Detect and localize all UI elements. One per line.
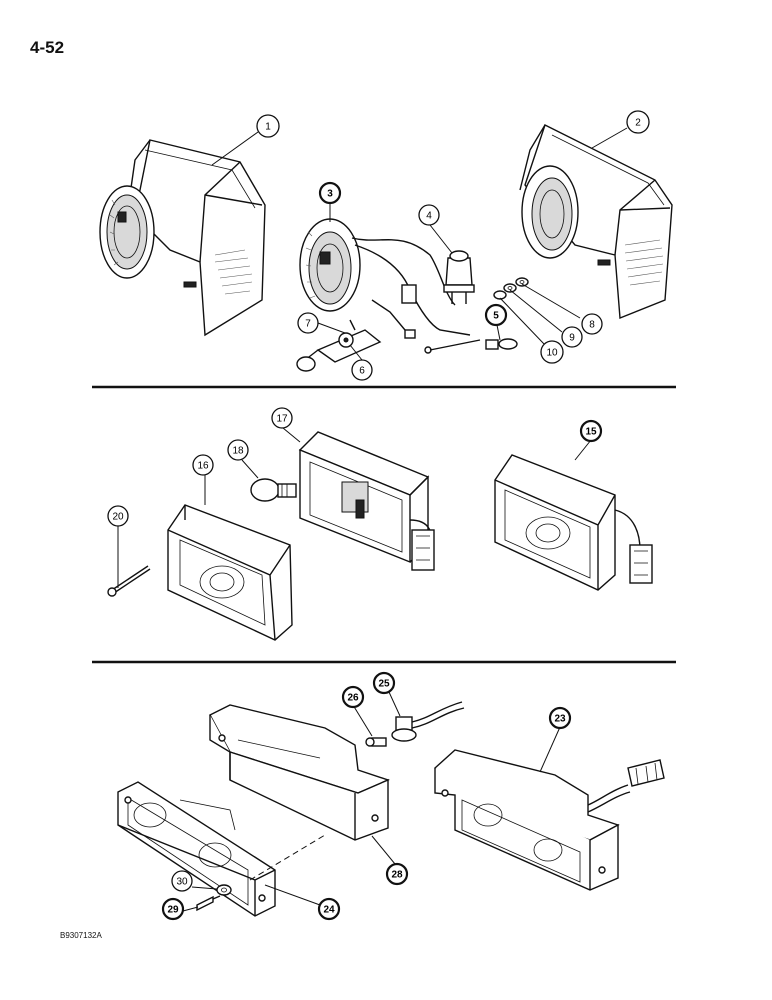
svg-text:18: 18 xyxy=(232,446,244,457)
svg-text:20: 20 xyxy=(112,512,124,523)
callout-15: 15 xyxy=(579,419,603,443)
washer-30 xyxy=(216,884,232,896)
headlamp-housing-right xyxy=(519,124,673,320)
marker-assembly-23 xyxy=(434,749,665,891)
callout-8: 8 xyxy=(581,313,603,335)
callout-29: 29 xyxy=(161,897,185,921)
screw-20 xyxy=(107,565,151,597)
svg-text:26: 26 xyxy=(347,693,359,704)
svg-text:5: 5 xyxy=(493,311,499,322)
callout-28: 28 xyxy=(385,862,409,886)
screw-29 xyxy=(196,895,221,912)
svg-text:10: 10 xyxy=(546,348,558,359)
svg-text:3: 3 xyxy=(327,189,333,200)
lamp-housing-17 xyxy=(298,431,435,571)
callout-4: 4 xyxy=(418,204,440,226)
svg-text:25: 25 xyxy=(378,679,390,690)
callout-17: 17 xyxy=(271,407,293,429)
lens-24 xyxy=(117,781,276,917)
lamp-lens-16 xyxy=(167,504,293,641)
callout-18: 18 xyxy=(227,439,249,461)
callout-16: 16 xyxy=(192,454,214,476)
sealed-beam xyxy=(299,218,361,312)
svg-text:17: 17 xyxy=(276,414,288,425)
callout-2: 2 xyxy=(626,110,650,134)
callout-7: 7 xyxy=(297,312,319,334)
alignment-dashed-line xyxy=(249,834,326,881)
svg-text:4: 4 xyxy=(426,211,432,222)
wire-harness xyxy=(351,237,481,354)
svg-text:7: 7 xyxy=(305,319,311,330)
callout-6: 6 xyxy=(351,359,373,381)
svg-text:24: 24 xyxy=(323,905,335,916)
lamp-assembly-15 xyxy=(494,454,653,591)
adjuster-bracket xyxy=(296,319,382,372)
svg-text:23: 23 xyxy=(554,714,566,725)
marker-housing-28 xyxy=(209,704,390,841)
svg-text:9: 9 xyxy=(569,333,575,344)
leader-lines xyxy=(117,127,628,912)
callout-24: 24 xyxy=(317,897,341,921)
svg-text:15: 15 xyxy=(585,427,597,438)
figure-code: B9307132A xyxy=(60,931,102,940)
callout-1: 1 xyxy=(256,114,280,138)
hardware-set xyxy=(493,277,529,300)
callout-25: 25 xyxy=(372,671,396,695)
small-bulb xyxy=(485,338,518,350)
svg-text:29: 29 xyxy=(167,905,179,916)
callout-26: 26 xyxy=(341,685,365,709)
socket-25 xyxy=(391,701,465,742)
callout-30: 30 xyxy=(171,870,193,892)
callout-10: 10 xyxy=(540,340,564,364)
svg-text:30: 30 xyxy=(176,877,188,888)
callout-23: 23 xyxy=(548,706,572,730)
svg-text:16: 16 xyxy=(197,461,209,472)
callout-9: 9 xyxy=(561,326,583,348)
callout-20: 20 xyxy=(107,505,129,527)
bulb-26 xyxy=(365,737,387,747)
svg-text:1: 1 xyxy=(265,122,271,133)
headlamp-housing-left xyxy=(99,139,266,337)
svg-text:8: 8 xyxy=(589,320,595,331)
page-number: 4-52 xyxy=(30,38,65,57)
svg-text:6: 6 xyxy=(359,366,365,377)
callout-3: 3 xyxy=(318,181,342,205)
svg-text:28: 28 xyxy=(391,870,403,881)
bulb-18 xyxy=(250,478,297,502)
halogen-bulb xyxy=(443,250,475,304)
callout-5: 5 xyxy=(484,303,508,327)
svg-text:2: 2 xyxy=(635,118,641,129)
